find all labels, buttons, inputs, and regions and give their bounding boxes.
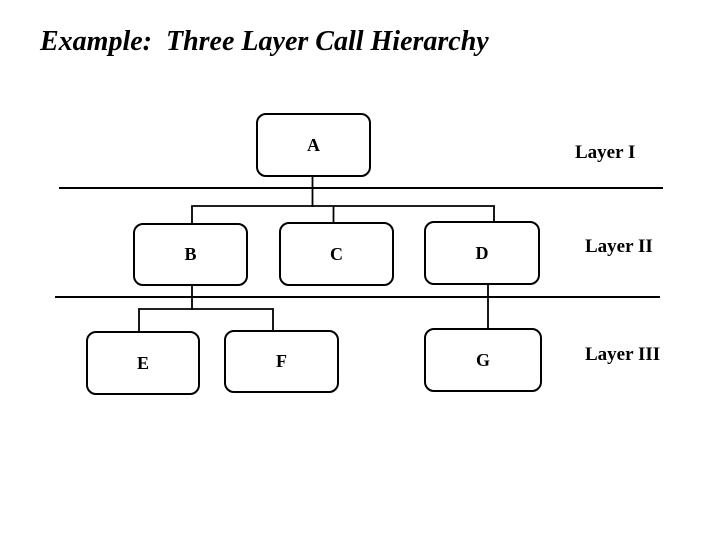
edge-a-bcd-connector — [191, 205, 495, 226]
node-label: F — [276, 351, 287, 371]
node-d: D — [424, 221, 540, 285]
layer-label-ii: Layer II — [585, 236, 653, 257]
edge-b-ef-connector — [138, 308, 274, 335]
layer-label-iii: Layer III — [585, 344, 661, 365]
layer-label-i: Layer I — [575, 142, 636, 163]
node-a: A — [256, 113, 371, 177]
node-e: E — [86, 331, 200, 395]
node-label: E — [136, 352, 149, 373]
node-label: D — [475, 242, 489, 263]
node-f: F — [224, 330, 339, 393]
node-b: B — [133, 223, 248, 286]
node-label: A — [307, 134, 320, 155]
node-c: C — [279, 222, 394, 286]
node-label: B — [184, 244, 197, 264]
slide-title: Example: Three Layer Call Hierarchy — [40, 26, 489, 57]
node-label: C — [330, 243, 343, 264]
node-label: G — [475, 349, 490, 370]
node-g: G — [424, 328, 542, 392]
